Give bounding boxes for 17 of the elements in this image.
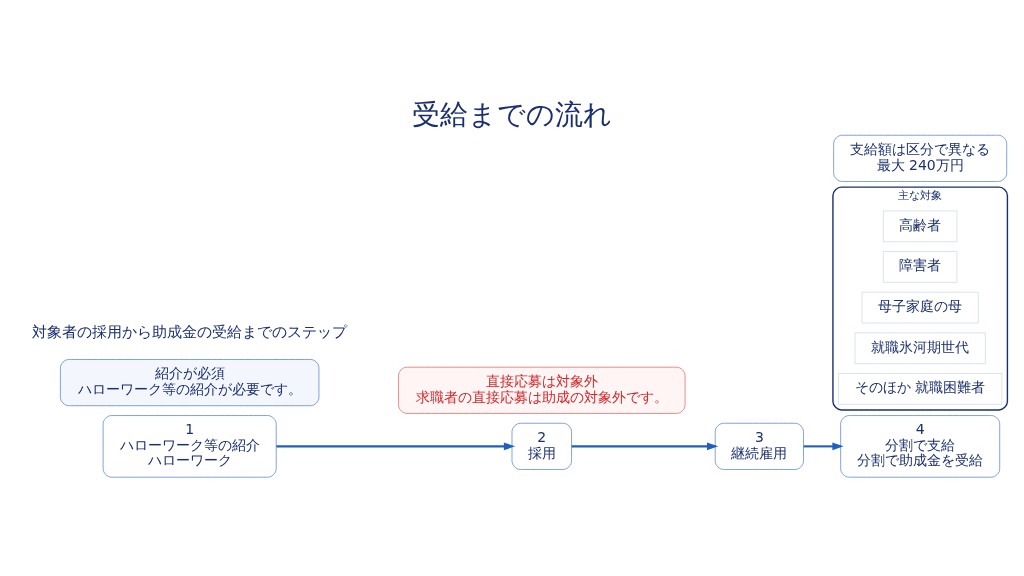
node-box: 障害者 [883,251,958,283]
node-box: 2 採用 [511,422,572,470]
diagram-title: 受給までの流れ [412,98,612,132]
node-box: 支給額は区分で異なる 最大 240万円 [833,134,1008,182]
node-box: 母子家庭の母 [861,291,979,324]
node-box: 4 分割で支給 分割で助成金を受給 [840,415,1001,478]
arrow [276,442,516,451]
node-box: 3 継続雇用 [714,422,804,470]
node-box: 高齢者 [883,210,958,243]
arrow [571,442,719,451]
node-box: 直接応募は対象外 求職者の直接応募は助成の対象外です。 [398,366,686,414]
node-box: 就職氷河期世代 [854,332,986,365]
node-box: 紹介が必須 ハローワーク等の紹介が必要です。 [60,359,320,407]
node-box: 1 ハローワーク等の紹介 ハローワーク [102,415,277,478]
node-box: そのほか 就職困難者 [838,373,1003,405]
arrow [803,442,844,451]
label: 対象者の採用から助成金の受給までのステップ [32,323,348,342]
